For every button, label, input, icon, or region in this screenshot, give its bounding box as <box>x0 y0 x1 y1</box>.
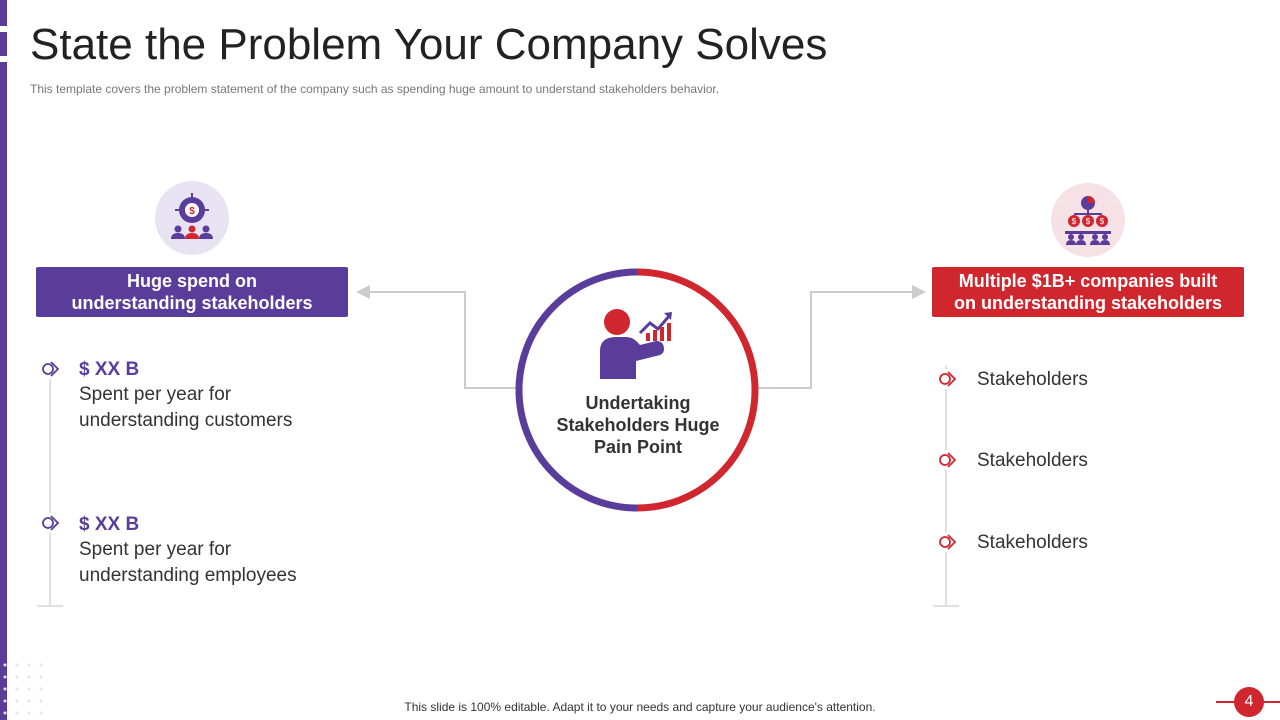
chevron-bullet-icon <box>40 513 60 533</box>
right-list-item: Stakeholders <box>977 450 1088 471</box>
right-list-line-cap <box>933 605 959 607</box>
left-bar-notch <box>0 56 7 62</box>
center-ring <box>515 268 759 512</box>
chevron-bullet-icon <box>40 359 60 379</box>
left-item-line: Spent per year for <box>79 384 232 405</box>
left-item-head: $ XX B <box>79 359 140 380</box>
presenter-growth-chart-icon <box>600 309 672 379</box>
right-list-item: Stakeholders <box>977 532 1088 553</box>
left-accent-bar <box>0 0 7 720</box>
left-banner-line: Huge spend on <box>127 271 257 291</box>
left-item-head: $ XX B <box>79 514 140 535</box>
svg-text:$: $ <box>1086 217 1091 226</box>
svg-text:$: $ <box>189 206 195 217</box>
right-banner-line: Multiple $1B+ companies built <box>958 271 1218 291</box>
left-icon-circle: $ <box>155 181 229 255</box>
right-list-item: Stakeholders <box>977 369 1088 390</box>
right-icon-circle: $ $ $ <box>1051 183 1125 257</box>
center-label-line: Stakeholders Huge <box>556 415 720 435</box>
left-item-text: Spent per year for understanding employe… <box>79 537 297 589</box>
chevron-bullet-icon <box>937 369 957 389</box>
left-banner-line: understanding stakeholders <box>71 293 313 313</box>
left-item-line: Spent per year for <box>79 539 232 560</box>
right-list-line <box>945 365 947 605</box>
center-label: Undertaking Stakeholders Huge Pain Point <box>540 392 736 458</box>
chevron-bullet-icon <box>937 532 957 552</box>
left-list-line <box>49 360 51 605</box>
page-number: 4 <box>1234 687 1264 717</box>
left-item-text: Spent per year for understanding custome… <box>79 382 292 434</box>
left-banner: Huge spend on understanding stakeholders <box>36 267 348 317</box>
svg-text:$: $ <box>1100 217 1105 226</box>
right-banner-line: on understanding stakeholders <box>953 293 1223 313</box>
chevron-bullet-icon <box>937 450 957 470</box>
left-item-line: understanding customers <box>79 410 293 431</box>
svg-text:$: $ <box>1072 217 1077 226</box>
page-subtitle: This template covers the problem stateme… <box>30 82 720 96</box>
stakeholder-money-target-icon: $ <box>171 193 213 239</box>
left-list-line-cap <box>37 605 63 607</box>
right-banner: Multiple $1B+ companies built on underst… <box>932 267 1244 317</box>
left-item-line: understanding employees <box>79 565 297 586</box>
left-bar-notch <box>0 26 7 32</box>
decorative-dots <box>3 663 43 715</box>
center-label-line: Pain Point <box>593 437 682 457</box>
page-title: State the Problem Your Company Solves <box>30 20 828 69</box>
footer-note: This slide is 100% editable. Adapt it to… <box>404 700 876 714</box>
money-hierarchy-people-icon: $ $ $ <box>1065 196 1111 245</box>
center-label-line: Undertaking <box>585 393 691 413</box>
